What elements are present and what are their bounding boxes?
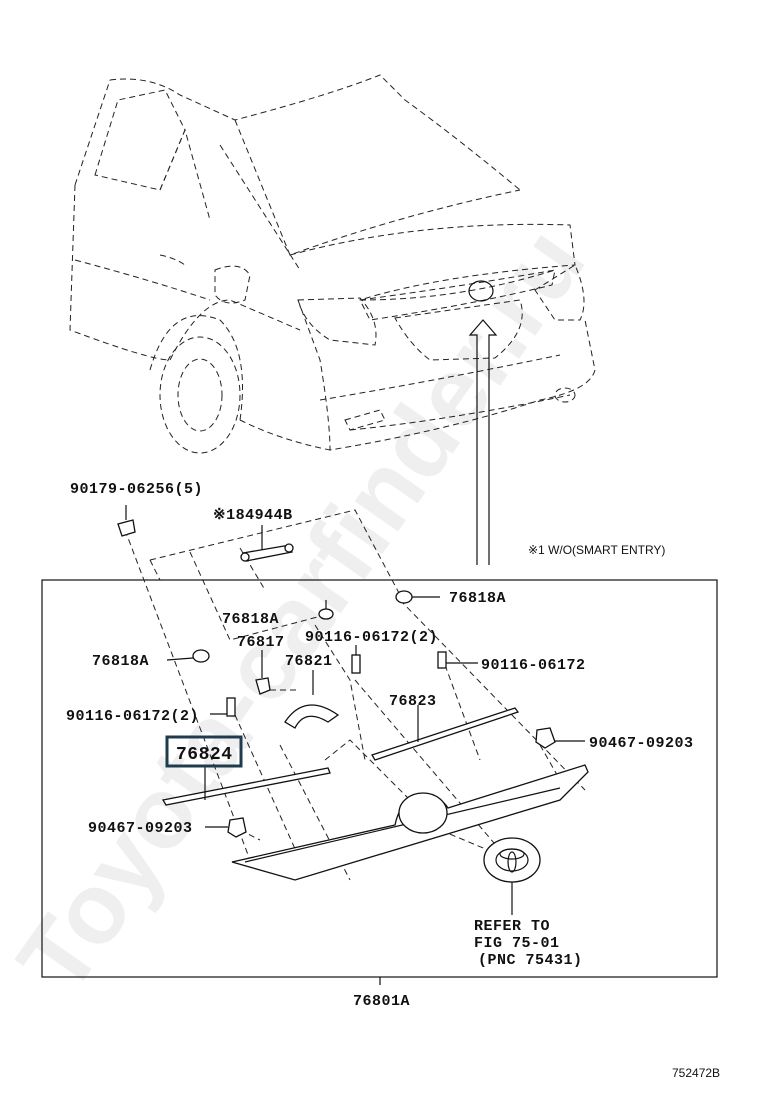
- label-84944b: ※184944B: [213, 507, 293, 524]
- bolt-90116-left: [210, 697, 236, 717]
- switch-84944b: [240, 525, 294, 562]
- label-90116-2-top: 90116-06172(2): [305, 629, 438, 646]
- label-90116-2-left: 90116-06172(2): [66, 708, 199, 725]
- garnish-76801a: [231, 764, 589, 881]
- car-illustration: [69, 74, 596, 454]
- label-90467-left: 90467-09203: [88, 820, 193, 837]
- bolt-90116-right: [437, 651, 478, 669]
- label-76824: 76824: [176, 745, 233, 765]
- label-76818a-left: 76818A: [92, 653, 149, 670]
- label-90467-right: 90467-09203: [589, 735, 694, 752]
- molding-76823: [371, 705, 520, 761]
- clip-90467-right: [535, 727, 585, 749]
- clip-76817: [255, 650, 271, 695]
- label-76818a-top: 76818A: [449, 590, 506, 607]
- bracket-76821: [284, 670, 340, 729]
- highlight-box-76824: [165, 735, 243, 768]
- label-90179: 90179-06256(5): [70, 481, 203, 498]
- clip-90467-left: [205, 817, 247, 838]
- refer-line-1: REFER TO: [474, 918, 550, 935]
- figure-id: 752472B: [672, 1066, 720, 1080]
- pointer-arrow: [468, 319, 498, 565]
- label-76817: 76817: [237, 634, 285, 651]
- bolt-90116-top: [351, 645, 361, 674]
- note-smart-entry: ※1 W/O(SMART ENTRY): [528, 543, 665, 557]
- grommet-76818a-mid: [318, 608, 334, 620]
- watermark: Toyota-carfinder.ru: [0, 208, 606, 1013]
- refer-line-3: (PNC 75431): [478, 952, 583, 969]
- toyota-emblem: [483, 837, 541, 915]
- clip-90179: [117, 505, 136, 537]
- label-76818a-mid: 76818A: [222, 611, 279, 628]
- label-76821: 76821: [285, 653, 333, 670]
- grommet-76818a-left: [192, 649, 210, 663]
- label-76823: 76823: [389, 693, 437, 710]
- refer-line-2: FIG 75-01: [474, 935, 560, 952]
- label-90116-right: 90116-06172: [481, 657, 586, 674]
- guide-lines: [124, 509, 586, 881]
- label-76801a: 76801A: [353, 993, 410, 1010]
- molding-76824: [161, 765, 331, 806]
- grommet-76818a-top: [395, 590, 413, 604]
